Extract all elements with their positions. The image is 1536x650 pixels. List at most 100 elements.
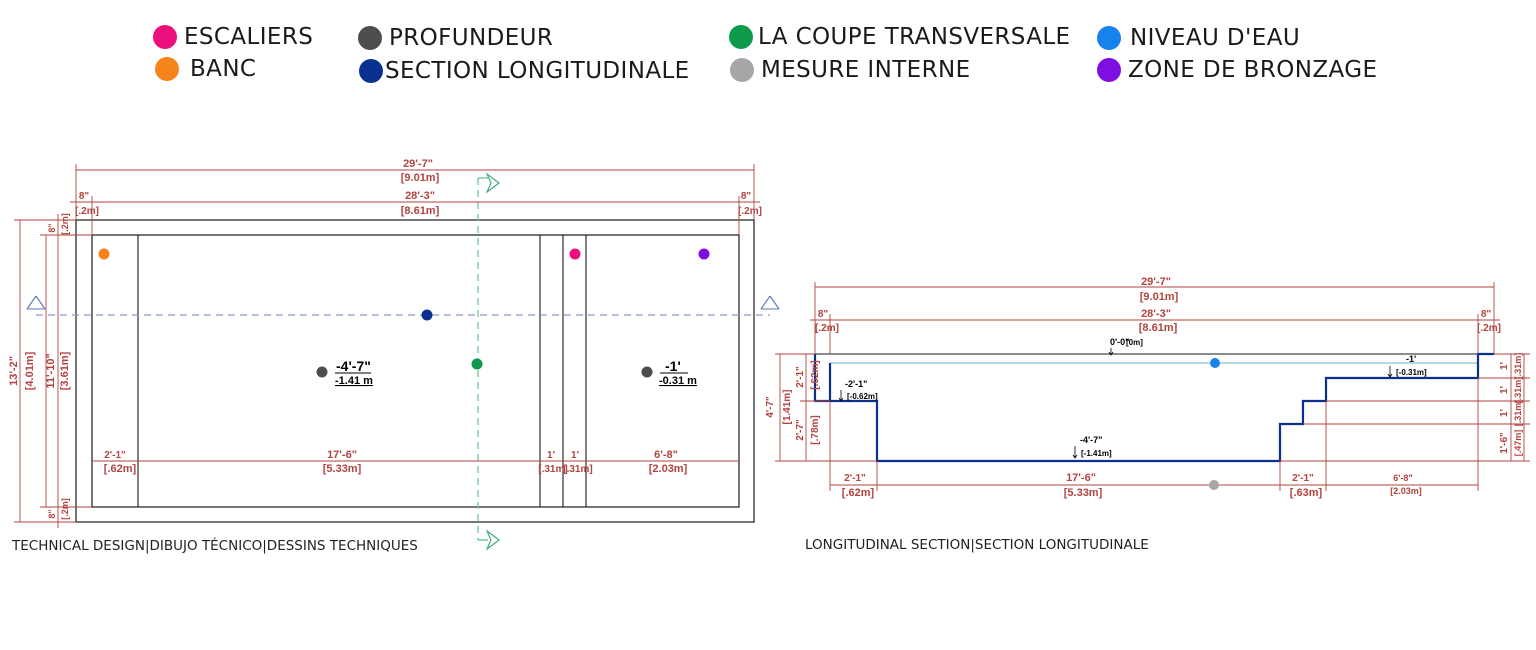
plan-bottom-dim-m-1: [.62m]	[104, 463, 137, 475]
section-coping-level-ft: 0'-0"	[1110, 337, 1129, 347]
plan-top-wall-m: [.2m]	[60, 213, 70, 235]
section-right-wall-ft: 8"	[1481, 309, 1492, 320]
legend-item-zone-de-bronzage: ZONE DE BRONZAGE	[1097, 57, 1377, 83]
transverse-cut-marker-top	[478, 172, 500, 194]
plan-overall-width-m: [4.01m]	[24, 351, 36, 390]
plan-inner-width-ft: 11'-10"	[45, 353, 57, 388]
section-right-dim-m-2: [.31m]	[1513, 377, 1523, 404]
plan-view: 29'-7" [9.01m] 28'-3" [8.61m] 8" [.2m] 8…	[8, 158, 780, 554]
section-left-dimensions	[775, 353, 877, 462]
plan-shallow-depth-ft: -1'	[665, 358, 681, 374]
plan-overall-width-ft: 13'-2"	[8, 356, 20, 386]
plan-left-dimensions	[14, 214, 92, 528]
plan-shallow-depth-marker	[641, 366, 653, 378]
section-left-upper-m: [.62m]	[810, 360, 821, 389]
section-right-dim-ft-3: 1'	[1499, 409, 1510, 417]
legend-item-coupe-transversale: LA COUPE TRANSVERSALE	[729, 24, 1071, 50]
section-right-dim-ft-1: 1'	[1499, 362, 1510, 370]
plan-left-wall-ft: 8"	[79, 191, 90, 202]
section-bottom-dim-ft-2: 17'-6"	[1066, 472, 1096, 484]
legend-label-niveau-deau: NIVEAU D'EAU	[1130, 25, 1301, 51]
legend-item-niveau-deau: NIVEAU D'EAU	[1097, 25, 1300, 51]
section-view: 29'-7" [9.01m] 28'-3" [8.61m] 8" [.2m] 8…	[765, 276, 1530, 553]
legend-dot-banc	[155, 57, 179, 81]
plan-bottom-dim-ft-1: 2'-1"	[104, 450, 126, 461]
plan-deep-depth-m: -1.41 m	[335, 375, 373, 387]
section-inner-length-m: [8.61m]	[1139, 322, 1178, 334]
section-left-total-ft: 4'-7"	[765, 396, 776, 418]
section-water-level-marker	[1210, 358, 1220, 368]
plan-bottom-dim-m-4: [.31m]	[563, 464, 592, 475]
plan-bottom-dim-ft-4: 1'	[571, 450, 579, 461]
section-left-total-m: [1.41m]	[782, 389, 793, 424]
section-bottom-dim-ft-3: 2'-1"	[1292, 473, 1314, 484]
legend-label-escaliers: ESCALIERS	[184, 24, 314, 50]
legend-label-banc: BANC	[190, 56, 257, 82]
transverse-cut-marker-bottom	[478, 529, 500, 551]
plan-right-wall-m: [.2m]	[738, 206, 762, 217]
legend-item-mesure-interne: MESURE INTERNE	[730, 57, 971, 83]
legend-dot-escaliers	[153, 25, 177, 49]
section-shallow-level-m: [-0.31m]	[1396, 368, 1427, 377]
plan-bottom-dim-m-5: [2.03m]	[649, 463, 688, 475]
section-right-dim-m-1: [.31m]	[1513, 353, 1523, 380]
plan-bottom-dim-m-2: [5.33m]	[323, 463, 362, 475]
plan-bottom-wall-m: [.2m]	[60, 498, 70, 520]
section-right-dim-ft-4: 1'-6"	[1499, 432, 1510, 454]
section-pool-profile	[813, 352, 1494, 463]
plan-deep-depth-marker	[316, 366, 328, 378]
plan-bottom-dim-ft-3: 1'	[547, 450, 555, 461]
section-right-dim-m-3: [.31m]	[1513, 400, 1523, 427]
section-left-lower-ft: 2'-7"	[795, 419, 806, 441]
section-floor-level-m: [-1.41m]	[1081, 449, 1112, 458]
section-left-lower-m: [.78m]	[810, 415, 821, 444]
section-bench-level-ft: -2'-1"	[845, 379, 867, 389]
section-internal-measure-marker	[1209, 480, 1219, 490]
plan-bench-marker	[98, 248, 110, 260]
plan-overall-length-ft: 29'-7"	[403, 158, 433, 170]
plan-bottom-dim-ft-5: 6'-8"	[654, 449, 678, 461]
section-inner-length-ft: 28'-3"	[1141, 308, 1171, 320]
section-floor-level-arrow	[1072, 446, 1078, 459]
section-overall-length-m: [9.01m]	[1140, 291, 1179, 303]
section-right-dim-ft-2: 1'	[1499, 386, 1510, 394]
plan-tanning-zone-marker	[698, 248, 710, 260]
legend-label-coupe-transversale: LA COUPE TRANSVERSALE	[758, 24, 1071, 50]
plan-shallow-depth-m: -0.31 m	[659, 375, 697, 387]
legend-label-mesure-interne: MESURE INTERNE	[761, 57, 971, 83]
plan-inner-length-ft: 28'-3"	[405, 190, 435, 202]
plan-top-dimensions	[70, 164, 760, 235]
section-bottom-dim-ft-4: 6'-8"	[1393, 473, 1412, 483]
legend-item-profundeur: PROFUNDEUR	[358, 25, 553, 51]
section-left-upper-ft: 2'-1"	[795, 366, 806, 388]
plan-longitudinal-section-marker	[421, 309, 433, 321]
longitudinal-cut-marker-left	[26, 295, 46, 310]
legend-dot-profundeur	[358, 26, 382, 50]
section-bottom-dimensions	[829, 378, 1479, 491]
legend-dot-niveau-deau	[1097, 26, 1121, 50]
legend-dot-mesure-interne	[730, 58, 754, 82]
plan-bottom-dim-m-3: [.31m]	[538, 464, 567, 475]
section-overall-length-ft: 29'-7"	[1141, 276, 1171, 288]
plan-right-wall-ft: 8"	[741, 191, 752, 202]
longitudinal-cut-marker-right	[760, 295, 780, 310]
section-bottom-dim-m-1: [.62m]	[842, 487, 875, 499]
section-bottom-dim-m-3: [.63m]	[1290, 487, 1323, 499]
section-floor-level-ft: -4'-7"	[1080, 435, 1102, 445]
section-caption: LONGITUDINAL SECTION|SECTION LONGITUDINA…	[805, 537, 1149, 553]
section-bottom-dim-ft-1: 2'-1"	[844, 473, 866, 484]
section-coping-level-arrow	[1108, 348, 1114, 356]
plan-left-wall-m: [.2m]	[75, 206, 99, 217]
plan-cross-section-marker	[471, 358, 483, 370]
legend-label-profundeur: PROFUNDEUR	[389, 25, 554, 51]
plan-stairs-marker	[569, 248, 581, 260]
legend-label-zone-de-bronzage: ZONE DE BRONZAGE	[1128, 57, 1378, 83]
plan-caption: TECHNICAL DESIGN|DIBUJO TÉCNICO|DESSINS …	[11, 537, 418, 554]
section-right-dimensions	[1280, 353, 1530, 462]
plan-deep-depth-ft: -4'-7"	[336, 358, 371, 374]
plan-inner-width-m: [3.61m]	[59, 351, 71, 390]
section-shallow-level-arrow	[1387, 366, 1393, 378]
legend-dot-section-longitudinale	[359, 59, 383, 83]
plan-overall-length-m: [9.01m]	[401, 172, 440, 184]
